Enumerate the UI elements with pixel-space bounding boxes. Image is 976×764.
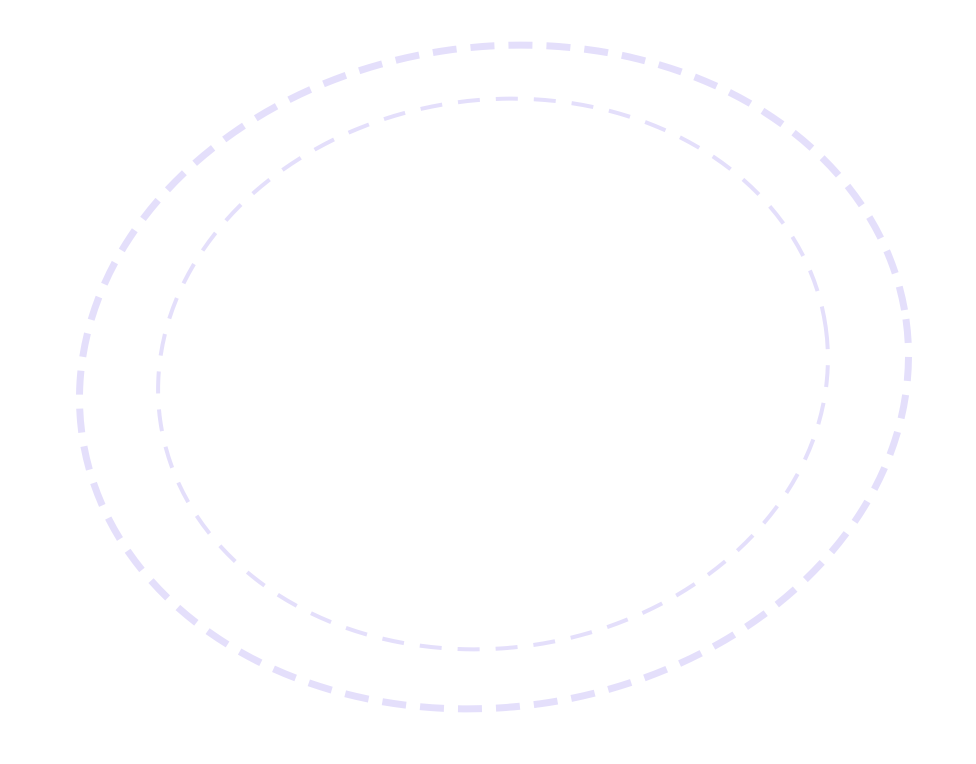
inner-dashed-ring [156, 96, 830, 652]
outer-dashed-ring [75, 41, 913, 713]
